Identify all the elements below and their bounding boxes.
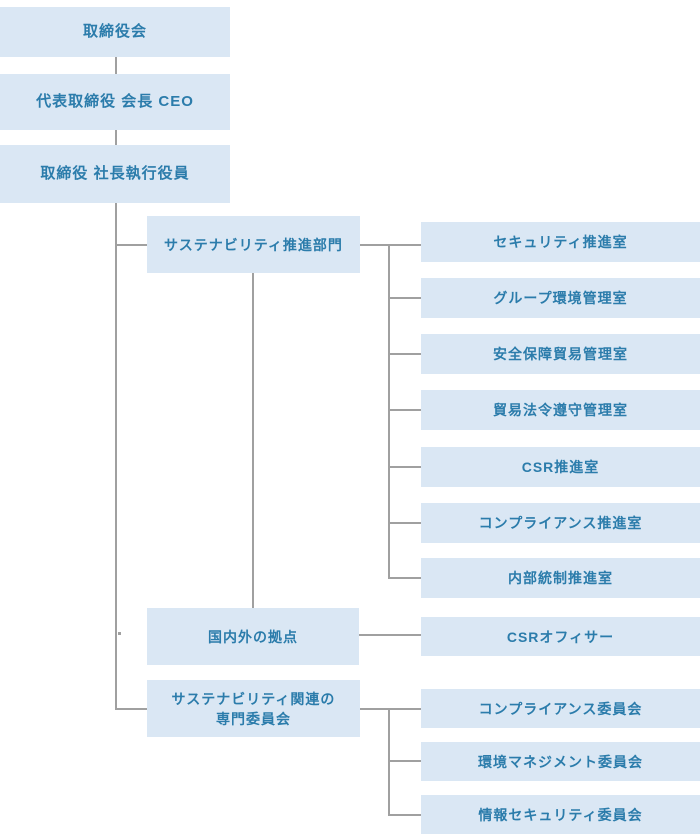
node-trade-law-compliance-office: 貿易法令遵守管理室 [421,390,700,430]
node-environment-management-committee: 環境マネジメント委員会 [421,742,700,781]
connector-board-chairman [115,57,117,74]
stray-mark [118,632,121,635]
committees-parent-label-line1: サステナビリティ関連の [171,690,336,707]
committee-stub [388,760,421,762]
node-sustainability-promotion-division: サステナビリティ推進部門 [147,216,360,273]
node-internal-control-promotion-office: 内部統制推進室 [421,558,700,598]
node-board-of-directors: 取締役会 [0,7,230,57]
node-sustainability-related-committees: サステナビリティ関連の 専門委員会 [147,680,360,737]
connector-spine-division [115,244,147,246]
office-stub [388,353,421,355]
office-stub [388,522,421,524]
node-information-security-committee: 情報セキュリティ委員会 [421,795,700,834]
connector-spine-committees-parent [115,708,147,710]
committees-parent-label-line2: 専門委員会 [216,710,291,727]
node-representative-director-chairman-ceo: 代表取締役 会長 CEO [0,74,230,130]
offices-spine [388,244,390,579]
connector-chairman-president [115,130,117,145]
node-domestic-overseas-bases: 国内外の拠点 [147,608,359,665]
node-security-promotion-office: セキュリティ推進室 [421,222,700,262]
node-security-trade-control-office: 安全保障貿易管理室 [421,334,700,374]
main-spine [115,203,117,710]
node-compliance-committee: コンプライアンス委員会 [421,689,700,728]
office-stub [388,297,421,299]
committees-spine [388,708,390,816]
connector-division-offices [360,244,421,246]
connector-bases-csr-officer [359,634,421,636]
office-stub [388,409,421,411]
connector-committees-parent-right [360,708,421,710]
node-director-president-executive-officer: 取締役 社長執行役員 [0,145,230,203]
committee-stub [388,814,421,816]
node-csr-officer: CSRオフィサー [421,617,700,656]
node-group-environment-management-office: グループ環境管理室 [421,278,700,318]
connector-division-bases [252,273,254,608]
node-compliance-promotion-office: コンプライアンス推進室 [421,503,700,543]
office-stub [388,466,421,468]
node-csr-promotion-office: CSR推進室 [421,447,700,487]
office-stub [388,577,421,579]
